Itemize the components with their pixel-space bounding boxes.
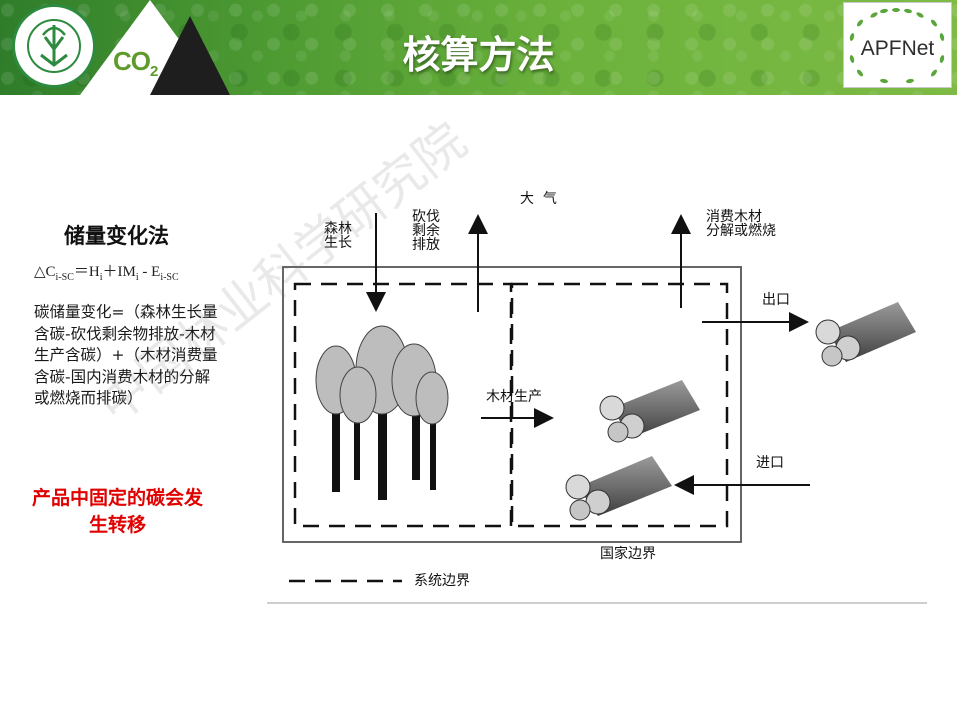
header-banner: CO2 核算方法 APFNet bbox=[0, 0, 957, 95]
label-harvest-residue: 砍伐 剩余 排放 bbox=[412, 209, 440, 253]
domestic-log-pile-top bbox=[599, 380, 700, 443]
laurel-wreath-icon bbox=[849, 8, 945, 84]
method-title: 储量变化法 bbox=[64, 224, 169, 248]
forest-trees bbox=[332, 390, 436, 500]
export-log-pile bbox=[815, 302, 916, 367]
domestic-log-pile-bottom bbox=[565, 456, 672, 521]
system-boundary-forest bbox=[293, 282, 513, 528]
carbon-transfer-note: 产品中固定的碳会发生转移 bbox=[31, 487, 203, 536]
label-wood-consumption: 消费木材 分解或燃烧 bbox=[706, 209, 776, 239]
label-forest-growth: 森林 生长 bbox=[324, 221, 352, 251]
label-national-boundary: 国家边界 bbox=[600, 546, 656, 562]
dark-triangle-decor bbox=[150, 16, 230, 95]
label-export: 出口 bbox=[762, 292, 790, 308]
label-import: 进口 bbox=[756, 455, 784, 471]
apfnet-logo-text: APFNet bbox=[860, 37, 935, 60]
national-boundary-box bbox=[282, 266, 742, 543]
apfnet-logo: APFNet bbox=[843, 2, 952, 88]
carbon-flow-diagram: 大 气 森林 生长 砍伐 剩余 排放 消费木材 分解或燃烧 出口 进口 木材生产… bbox=[262, 180, 942, 610]
co2-mark: CO2 bbox=[113, 46, 158, 81]
label-atmosphere: 大 气 bbox=[520, 191, 557, 207]
stock-change-formula: △Ci-SC＝Hi＋IMi - Ei-SC bbox=[34, 264, 179, 283]
tree-canopies bbox=[315, 325, 449, 425]
page-title: 核算方法 bbox=[402, 33, 555, 77]
formula-description: 碳储量变化=（森林生长量含碳-砍伐剩余物排放-木材生产含碳）+（木材消费量含碳-… bbox=[34, 303, 218, 407]
system-boundary-wood bbox=[510, 282, 729, 528]
label-wood-production: 木材生产 bbox=[486, 389, 542, 405]
diagram-graphics bbox=[267, 213, 927, 604]
label-system-boundary: 系统边界 bbox=[414, 573, 470, 589]
